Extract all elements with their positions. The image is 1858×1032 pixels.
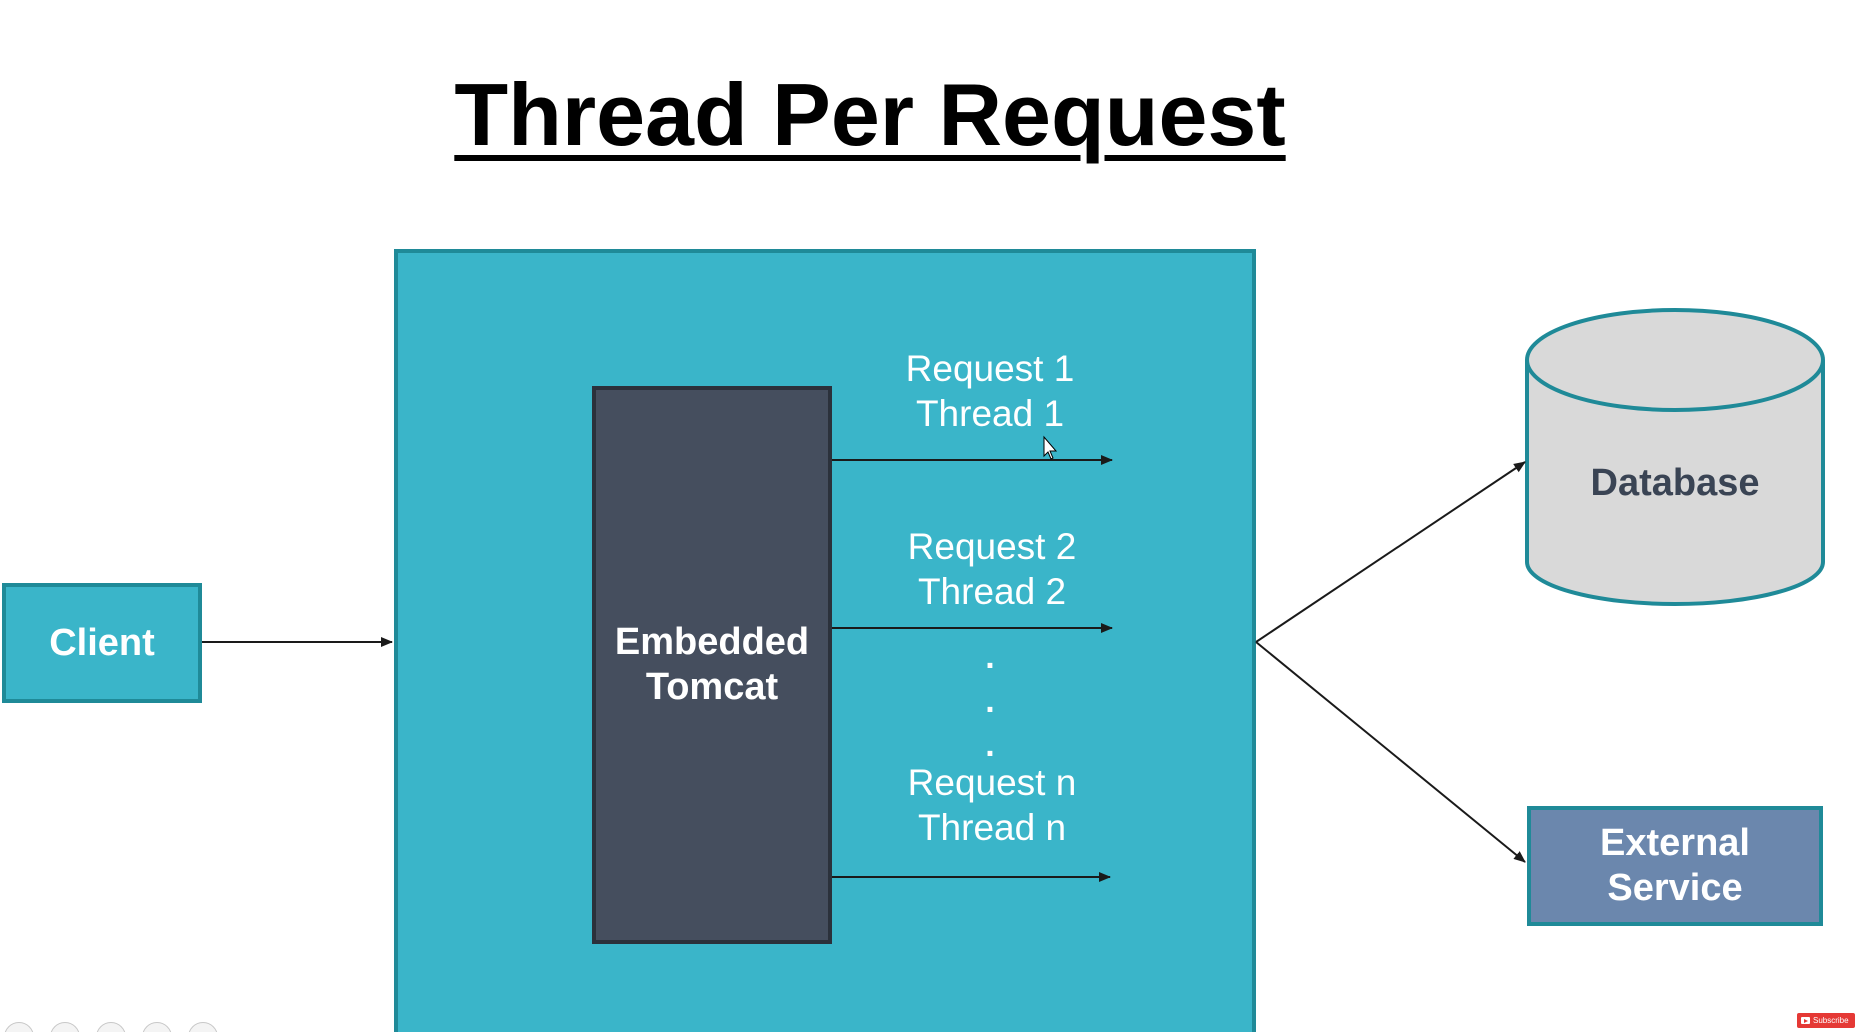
client-node: Client — [2, 583, 202, 703]
mouse-cursor-icon — [1043, 435, 1058, 460]
database-node — [1525, 308, 1825, 606]
database-cylinder-body — [1525, 360, 1825, 606]
client-label: Client — [49, 621, 155, 664]
request-thread-2-label: Request 2 Thread 2 — [907, 526, 1077, 612]
database-label: Database — [1590, 462, 1760, 504]
subscribe-label: Subscribe — [1813, 1016, 1849, 1025]
database-cylinder-top — [1525, 308, 1825, 412]
ellipsis-dot-1: . — [985, 638, 995, 676]
request-thread-n-label: Request n Thread n — [907, 762, 1077, 848]
external-service-label: External Service — [1600, 822, 1750, 909]
subscribe-button[interactable]: Subscribe — [1797, 1013, 1855, 1028]
tomcat-label: Embedded Tomcat — [614, 621, 810, 708]
ellipsis-dot-2: . — [985, 682, 995, 720]
arrow-server-to-database — [1255, 461, 1526, 643]
slide-nav-dot[interactable] — [142, 1022, 172, 1032]
arrow-server-to-external-service — [1255, 641, 1526, 863]
slide-nav-dot[interactable] — [4, 1022, 34, 1032]
page-title: Thread Per Request — [454, 65, 1286, 164]
slide-nav-dot[interactable] — [50, 1022, 80, 1032]
external-service-node: External Service — [1527, 806, 1823, 926]
embedded-tomcat-node: Embedded Tomcat — [592, 386, 832, 944]
request-thread-1-label: Request 1 Thread 1 — [905, 348, 1075, 434]
slide-nav-dot[interactable] — [188, 1022, 218, 1032]
ellipsis-dot-3: . — [985, 726, 995, 764]
slide-nav-dot[interactable] — [96, 1022, 126, 1032]
slide-navigation-dots — [0, 1022, 218, 1032]
youtube-icon — [1801, 1017, 1810, 1024]
